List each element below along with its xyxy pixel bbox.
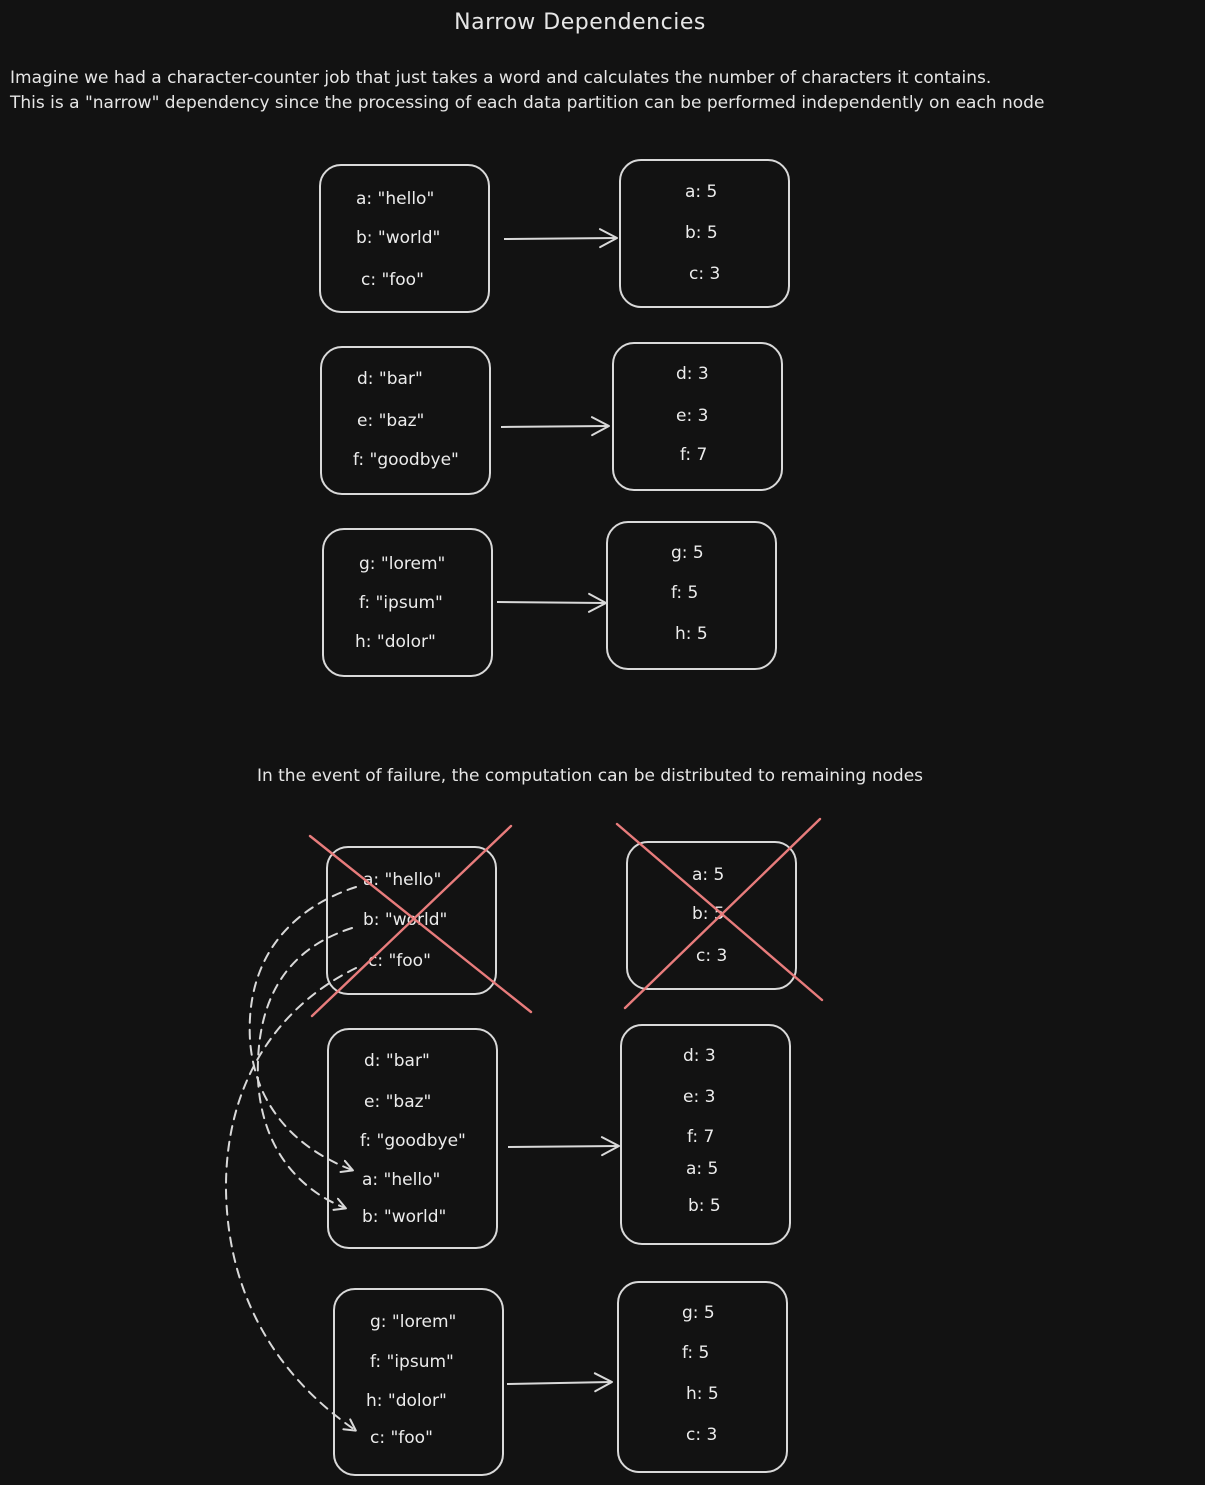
recovery-input-partition-1: d: "bar" e: "baz" f: "goodbye" a: "hello… <box>327 1028 498 1249</box>
partition-entry: b: "world" <box>356 228 441 248</box>
partition-entry: h: 5 <box>686 1384 719 1404</box>
partition-entry: f: 5 <box>682 1343 710 1363</box>
partition-entry: c: 3 <box>696 946 728 966</box>
partition-entry: f: 5 <box>671 583 699 603</box>
partition-entry: c: "foo" <box>368 951 431 971</box>
failed-input-partition: a: "hello" b: "world" c: "foo" <box>326 846 497 995</box>
intro-text: Imagine we had a character-counter job t… <box>10 66 1200 116</box>
partition-entry: d: "bar" <box>357 369 423 389</box>
partition-entry: g: "lorem" <box>359 554 446 574</box>
partition-entry: e: 3 <box>676 406 709 426</box>
partition-entry: g: "lorem" <box>370 1312 457 1332</box>
input-partition-2: d: "bar" e: "baz" f: "goodbye" <box>320 346 491 495</box>
failed-input-cross <box>308 824 533 1018</box>
partition-entry: h: "dolor" <box>366 1391 447 1411</box>
input-partition-3: g: "lorem" f: "ipsum" h: "dolor" <box>322 528 493 677</box>
recovery-input-partition-2: g: "lorem" f: "ipsum" h: "dolor" c: "foo… <box>333 1288 504 1476</box>
partition-entry: e: 3 <box>683 1087 716 1107</box>
failure-caption: In the event of failure, the computation… <box>256 766 924 786</box>
partition-entry: a: 5 <box>686 1159 719 1179</box>
partition-entry: h: 5 <box>675 624 708 644</box>
intro-line-2: This is a "narrow" dependency since the … <box>10 93 1045 113</box>
recovery-output-partition-1: d: 3 e: 3 f: 7 a: 5 b: 5 <box>620 1024 791 1245</box>
partition-entry: c: "foo" <box>370 1428 433 1448</box>
partition-entry: g: 5 <box>671 543 704 563</box>
redistribute-path-a <box>248 886 357 1174</box>
partition-entry: a: 5 <box>685 182 718 202</box>
partition-entry: d: 3 <box>683 1046 716 1066</box>
partition-entry: a: "hello" <box>356 189 435 209</box>
recovery-arrow-1 <box>507 1136 620 1157</box>
partition-entry: f: "goodbye" <box>360 1131 466 1151</box>
partition-entry: d: 3 <box>676 364 709 384</box>
partition-entry: f: "goodbye" <box>353 450 459 470</box>
partition-entry: a: "hello" <box>362 1170 441 1190</box>
redistribute-path-b <box>256 927 353 1211</box>
partition-entry: g: 5 <box>682 1303 715 1323</box>
partition-entry: c: 3 <box>689 264 721 284</box>
partition-entry: c: "foo" <box>361 270 424 290</box>
partition-entry: b: 5 <box>685 223 718 243</box>
partition-entry: b: "world" <box>362 1207 447 1227</box>
partition-entry: d: "bar" <box>364 1051 430 1071</box>
partition-entry: f: "ipsum" <box>359 593 443 613</box>
transform-arrow-2 <box>500 416 610 437</box>
partition-entry: e: "baz" <box>357 411 425 431</box>
partition-entry: f: 7 <box>680 445 708 465</box>
failed-output-cross <box>615 817 824 1010</box>
partition-entry: a: 5 <box>692 865 725 885</box>
transform-arrow-1 <box>503 228 618 249</box>
partition-entry: a: "hello" <box>363 870 442 890</box>
redistribute-path-c <box>224 967 357 1432</box>
partition-entry: h: "dolor" <box>355 632 436 652</box>
output-partition-1: a: 5 b: 5 c: 3 <box>619 159 790 308</box>
input-partition-1: a: "hello" b: "world" c: "foo" <box>319 164 490 313</box>
partition-entry: e: "baz" <box>364 1092 432 1112</box>
diagram-title: Narrow Dependencies <box>454 10 706 35</box>
recovery-output-partition-2: g: 5 f: 5 h: 5 c: 3 <box>617 1281 788 1473</box>
partition-entry: b: 5 <box>688 1196 721 1216</box>
intro-line-1: Imagine we had a character-counter job t… <box>10 68 992 88</box>
transform-arrow-3 <box>496 592 607 613</box>
recovery-arrow-2 <box>506 1372 613 1393</box>
partition-entry: b: "world" <box>363 910 448 930</box>
output-partition-2: d: 3 e: 3 f: 7 <box>612 342 783 491</box>
partition-entry: f: "ipsum" <box>370 1352 454 1372</box>
partition-entry: f: 7 <box>687 1127 715 1147</box>
partition-entry: c: 3 <box>686 1425 718 1445</box>
output-partition-3: g: 5 f: 5 h: 5 <box>606 521 777 670</box>
